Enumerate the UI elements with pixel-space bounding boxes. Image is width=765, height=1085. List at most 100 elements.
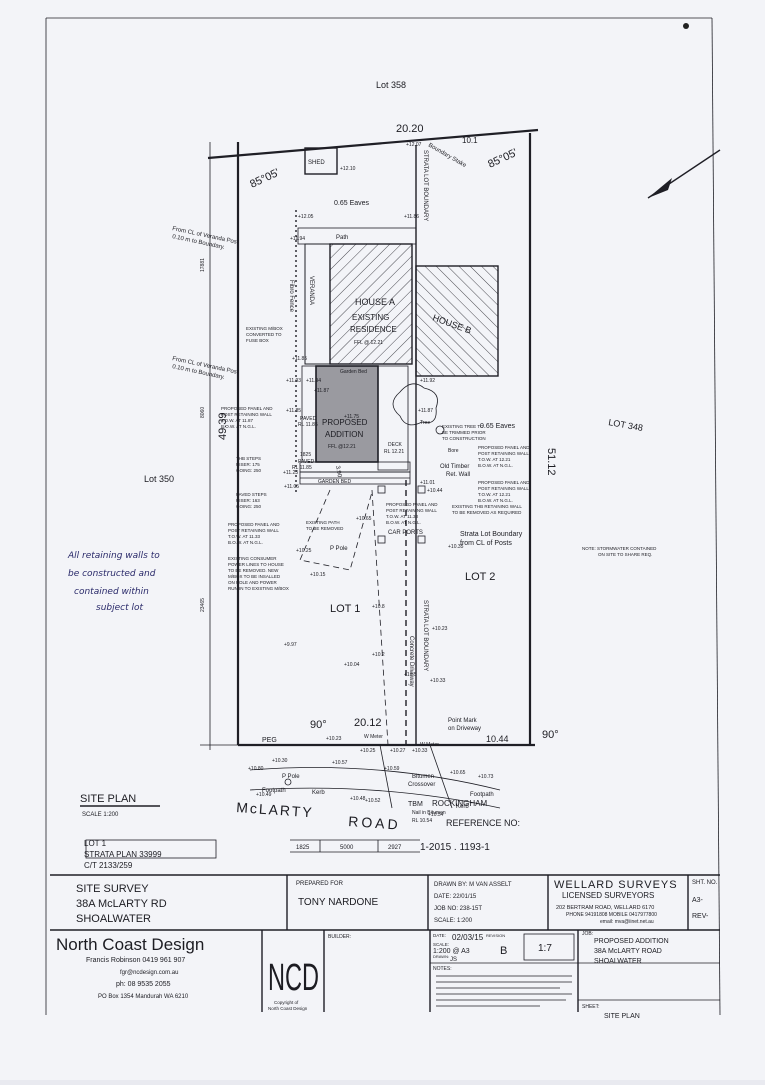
footpath-label-2: Footpath	[470, 792, 494, 798]
rl-spot-heights: +12.10+12.05+11.94+11.85+11.93+11.94+11.…	[248, 142, 494, 818]
house-a-label: HOUSE A	[355, 297, 395, 307]
drawn-by: DRAWN BY: M VAN ASSELT	[434, 882, 512, 888]
rl-value: +11.05	[284, 484, 299, 490]
strip-dim-2: 5000	[340, 845, 354, 851]
carport-post-4	[417, 535, 426, 544]
tb-job-line-2: 38A McLARTY ROAD	[594, 948, 662, 955]
tb-revision-label: REVISION	[486, 933, 505, 938]
meter-box-note: EXISTING M/BOX	[246, 326, 283, 331]
tbm-label: TBM	[408, 801, 423, 808]
retaining-note-3c: T.O.W. AT 12.21	[478, 457, 511, 462]
old-timber-label: Old Timber	[440, 464, 469, 470]
shed-rect	[304, 147, 338, 175]
designer-po-box: PO Box 1354 Mandurah WA 6210	[98, 994, 189, 1000]
rl-value: +10.65	[356, 516, 372, 522]
tb-sheet-number: 1:7	[538, 943, 552, 954]
consumer-note-1: EXISTING CONSUMER	[228, 556, 277, 561]
tb-scale-label: SCALE:	[433, 942, 449, 947]
house-b-rect	[415, 265, 499, 377]
tb-date-label: DATE:	[433, 933, 446, 938]
thb-wall-note: EXISTING THB RETAINING WALL	[452, 504, 522, 509]
fibro-fence-label: Fibro Fence	[288, 280, 294, 313]
rl-value: +10.73	[478, 774, 494, 780]
angle-top-left: 85°05'	[248, 167, 281, 191]
survey-scale: SCALE: 1:200	[434, 918, 473, 924]
bore-label: Bore	[448, 448, 459, 454]
rl-value: +10.04	[344, 662, 360, 668]
retaining-note-3d: B.O.W. AT N.G.L.	[478, 463, 513, 468]
bottom-dimension: 20.12	[354, 717, 382, 729]
rl-value: +10.52	[365, 798, 381, 804]
rl-value: +11.23	[283, 470, 298, 476]
sheet-right-border	[711, 17, 721, 1016]
sheet-no-label: SHT. NO.	[692, 880, 718, 886]
proposed-ffl: FFL @12.21	[328, 444, 356, 450]
eaves-label-1: 0.65 Eaves	[334, 200, 370, 207]
retaining-note-1: PROPOSED PANEL AND	[221, 406, 273, 411]
a3-label: A3-	[692, 897, 704, 904]
path-removed-note-2: TO BE REMOVED	[306, 526, 344, 531]
thb-wall-note-2: TO BE REMOVED AS REQUIRED	[452, 510, 522, 515]
carport-post-2	[417, 485, 426, 494]
paved-going: GOING: 250	[236, 504, 262, 509]
rl-value: +12.07	[406, 142, 422, 148]
sheet-number-box	[523, 933, 575, 961]
dim-1825-plan: 1825	[300, 452, 311, 458]
strata-boundary-lower-label: STRATA LOT BOUNDARY	[422, 600, 428, 671]
rl-value: +10.33	[412, 748, 428, 754]
surveyor-email: email: mva@iinet.net.au	[600, 919, 654, 925]
rl-value: +10.30	[272, 758, 288, 764]
stormwater-note-2: ON SITE TO SHARE REQ.	[598, 552, 652, 557]
footpath-label-1: Footpath	[262, 788, 286, 794]
house-a-rect	[329, 243, 413, 365]
rl-value: +11.94	[290, 236, 305, 242]
rl-value: +10.48	[350, 796, 366, 802]
tree-label: Tree	[420, 420, 430, 426]
tree-note-2: BE TRIMMED PRIOR	[442, 430, 486, 435]
rl-value: +10.44	[427, 488, 443, 494]
retaining-note-1b: POST RETAINING WALL	[221, 412, 272, 417]
crossover-right	[429, 744, 453, 809]
power-pole-label-1: P Pole	[330, 546, 348, 552]
lot-line-3: C/T 2133/259	[84, 861, 133, 870]
consumer-note-4: M/BOX TO BE INSALLED	[228, 574, 281, 579]
addition-label: ADDITION	[325, 430, 363, 439]
retaining-note-5: PROPOSED PANEL AND	[386, 502, 438, 507]
tree-note-1: EXISTING TREE TO	[442, 424, 484, 429]
footpath-edge	[249, 767, 501, 791]
designer-email: fgr@ncdesign.com.au	[120, 970, 178, 976]
dims-strip	[85, 839, 217, 859]
strata-boundary-label: STRATA LOT BOUNDARY	[422, 150, 428, 221]
strip-dim-3: 2927	[388, 845, 402, 851]
path-label: Path	[336, 235, 348, 241]
rl-value: +10.25	[360, 748, 376, 754]
steps-rect	[299, 461, 411, 473]
dim-17881: 17881	[200, 258, 206, 272]
rl-value: +11.93	[286, 378, 301, 384]
proposed-addition-rect	[315, 365, 379, 463]
site-plan-title: SITE PLAN	[80, 793, 136, 805]
top-dimension-half: 10.1	[462, 136, 478, 145]
rl-value: +10.54	[428, 812, 444, 818]
retaining-note-5b: POST RETAINING WALL	[386, 508, 437, 513]
proposed-label: PROPOSED	[322, 418, 368, 427]
tb-job-line-1: PROPOSED ADDITION	[594, 938, 669, 945]
handwritten-note-3: contained within	[74, 587, 149, 597]
rl-value: +10.2	[372, 652, 385, 658]
prepared-for-label: PREPARED FOR	[296, 881, 344, 887]
strata-note-1: Strata Lot Boundary	[460, 531, 523, 538]
council-stamp-2: REFERENCE NO:	[446, 818, 520, 828]
paved-label-1: PAVED	[300, 416, 317, 422]
survey-date: DATE: 22/01/15	[434, 894, 477, 900]
consumer-note-2: POWER LINES TO HOUSE	[228, 562, 284, 567]
punch-hole-icon	[683, 23, 689, 29]
retaining-note-2d: B.O.W. AT N.G.L.	[228, 540, 263, 545]
top-dimension: 20.20	[396, 123, 424, 135]
designer-name: Francis Robinson 0419 961 907	[86, 957, 185, 964]
rl-value: +10.80	[248, 766, 264, 772]
carport-post-1	[377, 485, 386, 494]
meter-box-note-2: CONVERTED TO	[246, 332, 282, 337]
rl-value: +11.01	[420, 480, 435, 486]
council-reference-no: 1-2015 . 1193-1	[420, 842, 490, 853]
angle-top-right: 85°05'	[486, 147, 519, 171]
